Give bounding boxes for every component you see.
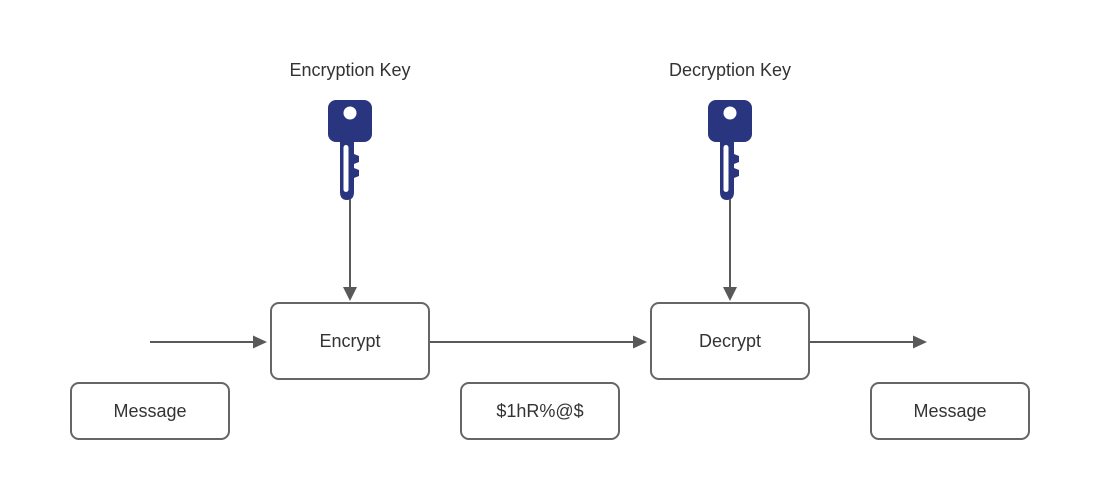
decrypt-node: Decrypt <box>650 302 810 380</box>
arrow-key-to-decrypt <box>723 199 737 301</box>
decrypt-node-label: Decrypt <box>698 330 761 351</box>
decryption-key-label: Decryption Key <box>668 60 792 80</box>
message-output-label: Message <box>913 400 987 421</box>
arrow-decrypt-to-output <box>810 335 927 349</box>
arrow-key-to-encrypt <box>343 199 357 301</box>
encrypt-node-label: Encrypt <box>319 330 381 351</box>
ciphertext-label: $1hR%@$ <box>496 400 584 421</box>
key-icon <box>708 100 752 200</box>
arrow-encrypt-to-decrypt <box>430 335 647 349</box>
encryption-key-label: Encryption Key <box>289 60 411 80</box>
message-output-node: Message <box>870 382 1030 440</box>
ciphertext-node: $1hR%@$ <box>460 382 620 440</box>
arrow-input-to-encrypt <box>150 335 267 349</box>
key-icon <box>328 100 372 200</box>
encrypt-node: Encrypt <box>270 302 430 380</box>
message-input-label: Message <box>113 400 187 421</box>
message-input-node: Message <box>70 382 230 440</box>
